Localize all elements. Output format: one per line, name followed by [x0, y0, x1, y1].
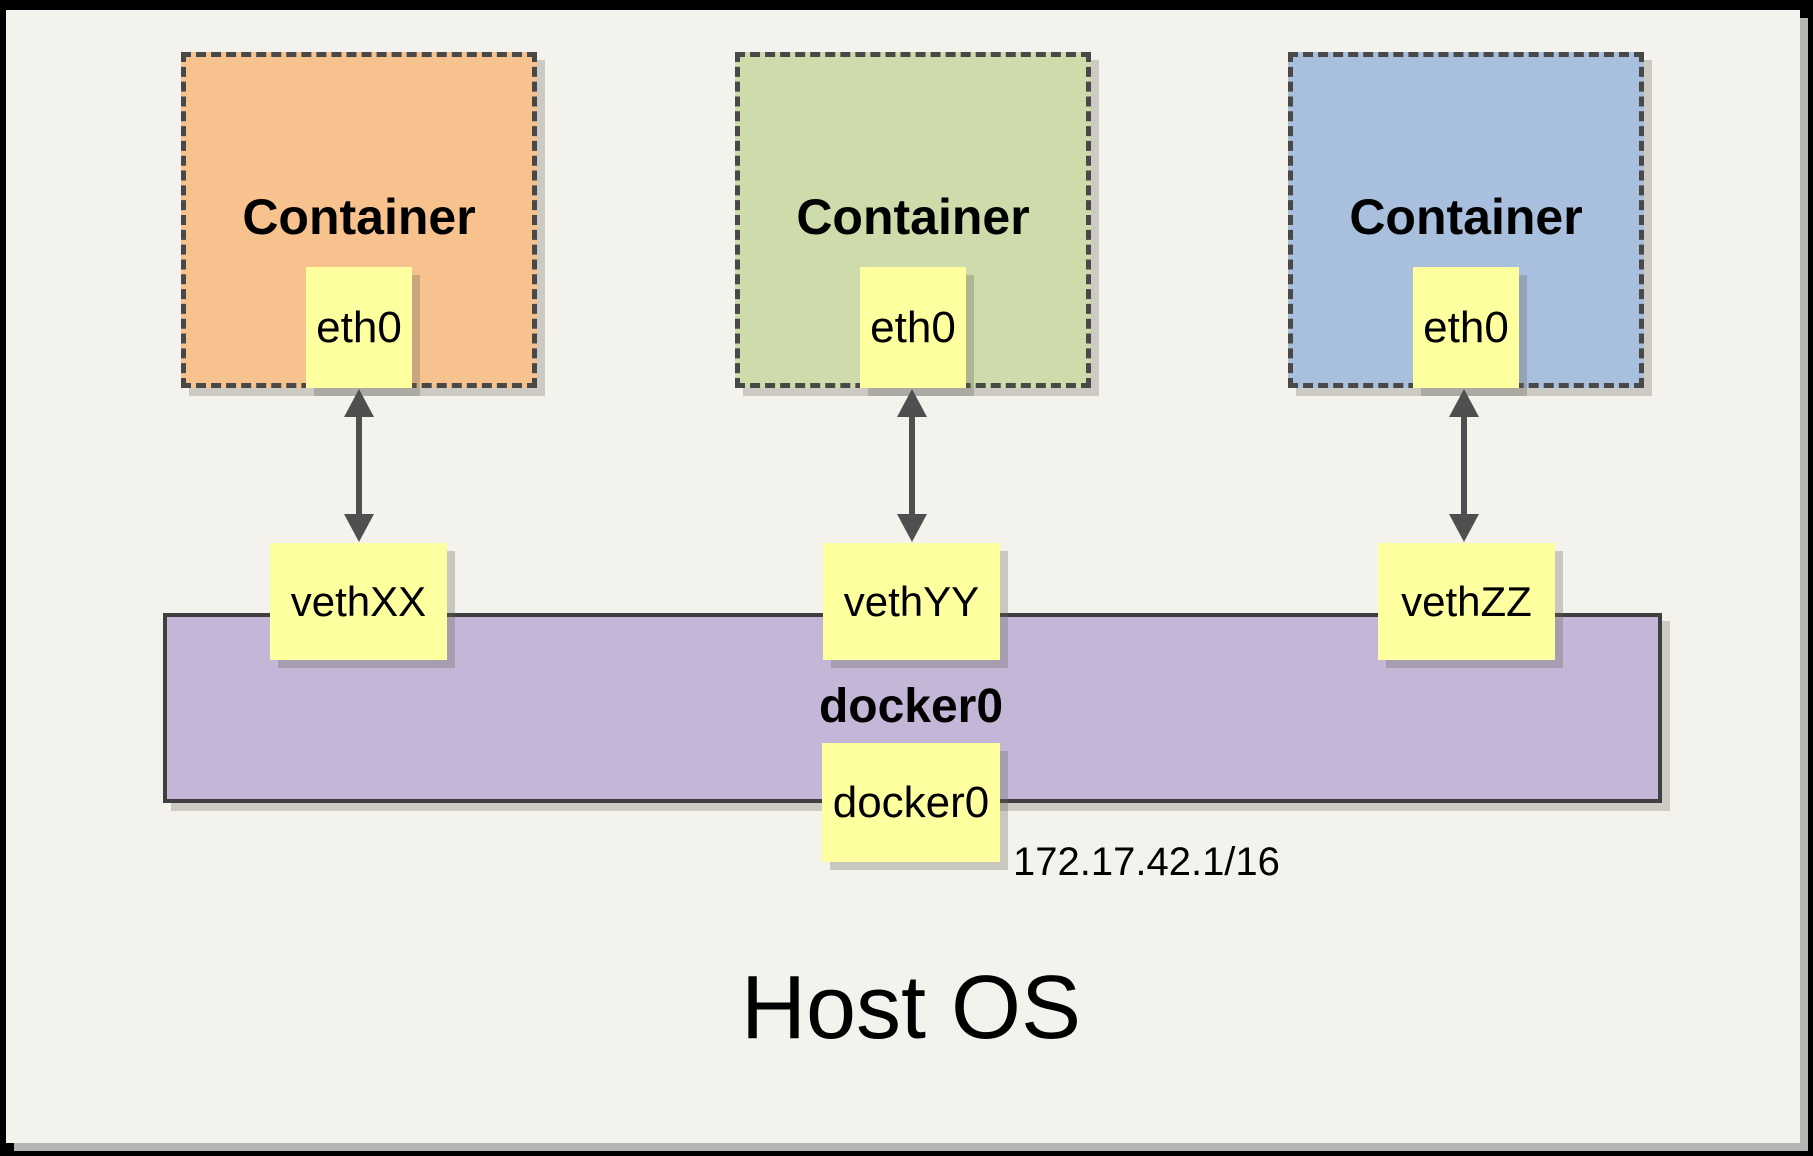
double-arrow-icon: [897, 389, 927, 542]
eth0-box: eth0: [1413, 267, 1519, 388]
double-arrow-icon: [1449, 389, 1479, 542]
eth0-label: eth0: [870, 302, 956, 352]
docker0-interface-box: docker0: [822, 743, 1000, 862]
vethzz-label: vethZZ: [1401, 577, 1532, 625]
container-label: Container: [1349, 189, 1583, 245]
container-label: Container: [796, 189, 1030, 245]
container-box-1: Container eth0: [181, 52, 537, 388]
vethyy-box: vethYY: [823, 543, 1000, 660]
eth0-label: eth0: [1423, 302, 1509, 352]
vethyy-label: vethYY: [843, 577, 980, 625]
bridge-ip-label: 172.17.42.1/16: [1013, 840, 1280, 884]
host-os-label: Host OS: [740, 958, 1082, 1058]
container-box-3: Container eth0: [1288, 52, 1644, 388]
eth0-box: eth0: [860, 267, 966, 388]
eth0-label: eth0: [316, 302, 402, 352]
double-arrow-icon: [344, 389, 374, 542]
vethxx-label: vethXX: [290, 577, 427, 625]
container-label: Container: [242, 189, 476, 245]
eth0-box: eth0: [306, 267, 412, 388]
container-box-2: Container eth0: [735, 52, 1091, 388]
docker0-bridge-label: docker0: [818, 680, 1004, 733]
docker0-interface-label: docker0: [832, 777, 990, 827]
vethxx-box: vethXX: [270, 543, 447, 660]
vethzz-box: vethZZ: [1378, 543, 1555, 660]
